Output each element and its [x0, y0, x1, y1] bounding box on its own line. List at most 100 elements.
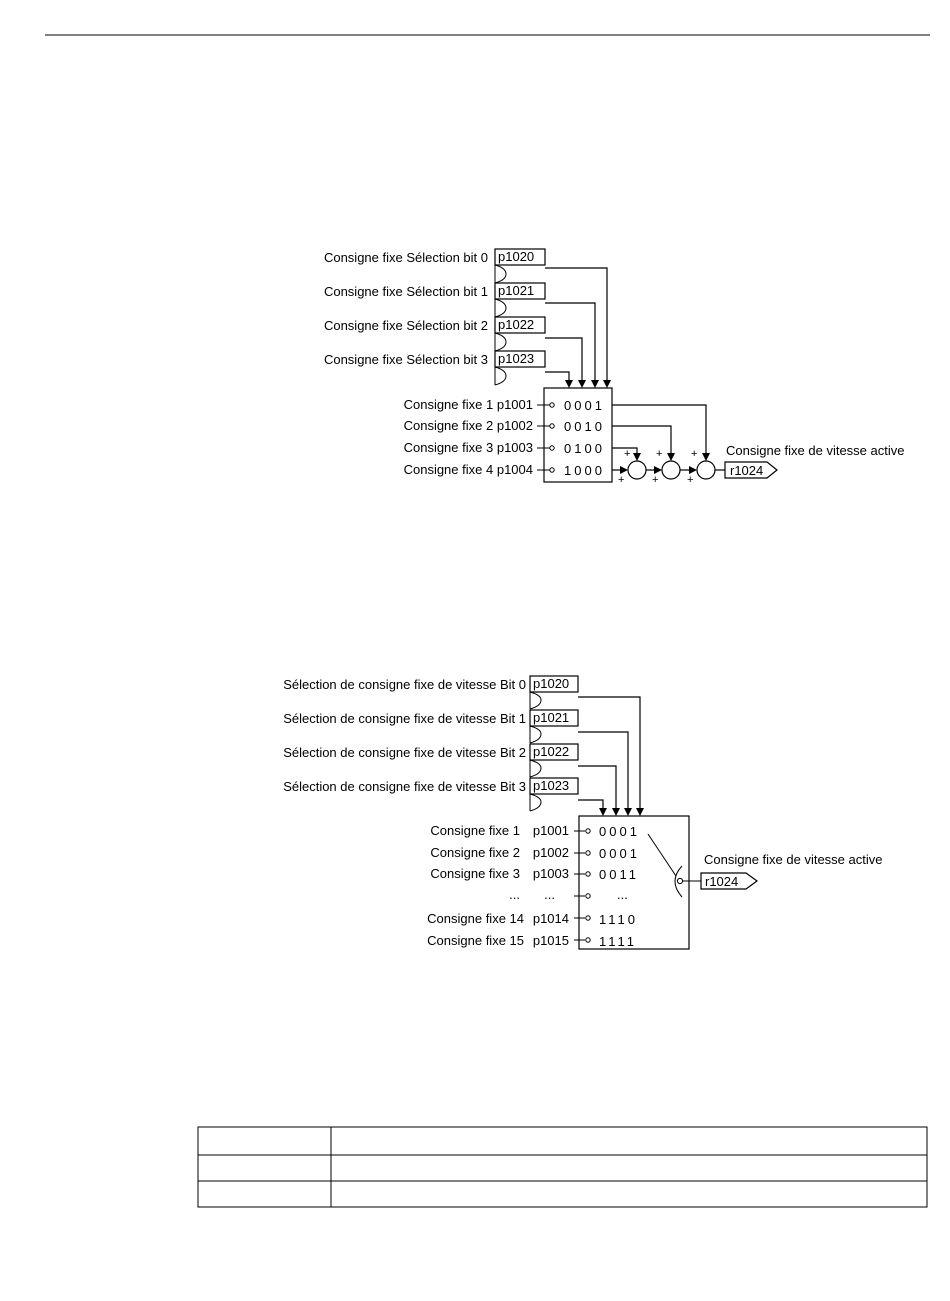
- d1-plus-sign: +: [618, 474, 624, 486]
- d2-setpoint-label: Consigne fixe 1: [430, 823, 520, 838]
- d1-plus-sign: +: [687, 474, 693, 486]
- d1-setpoint-label: Consigne fixe 1 p1001: [404, 397, 533, 412]
- d1-select-row-3: Consigne fixe Sélection bit 3 p1023: [324, 350, 570, 386]
- d1-input-dot: [549, 445, 555, 451]
- d2-input-dot: [585, 937, 591, 943]
- d2-switch-arc: [674, 865, 683, 898]
- d1-param-label: p1020: [498, 249, 534, 264]
- d2-wire-bit0: [578, 696, 641, 808]
- d1-sum-junction-2: [661, 460, 681, 480]
- d2-select-row-3: Sélection de consigne fixe de vitesse Bi…: [283, 777, 604, 812]
- d2-param-label: p1020: [533, 676, 569, 691]
- d1-param-box: [494, 350, 546, 368]
- d1-bracket: [494, 366, 507, 386]
- d2-bracket: [529, 691, 542, 710]
- d2-input-dot: [585, 871, 591, 877]
- d2-switch-arm: [647, 833, 677, 877]
- d2-setpoint-param: p1001: [533, 823, 569, 838]
- d1-plus-sign: +: [691, 448, 697, 460]
- d1-param-box: [494, 316, 546, 334]
- d2-setpoint-param: p1014: [533, 911, 569, 926]
- d1-sum-junction-1: [627, 460, 647, 480]
- d1-param-label: p1023: [498, 351, 534, 366]
- d2-selector-box: [578, 815, 690, 950]
- d2-param-box: [529, 777, 579, 795]
- d2-bit-pattern: ...: [617, 887, 628, 902]
- d2-input-dot: [585, 850, 591, 856]
- d2-param-box: [529, 743, 579, 761]
- d1-wire-bit1: [545, 302, 596, 380]
- d2-bit-pattern: 0011: [599, 867, 639, 882]
- d1-arrowhead: [633, 453, 641, 461]
- empty-table: [197, 1126, 928, 1208]
- d1-param-label: p1022: [498, 317, 534, 332]
- d2-setpoint-row-ellipsis: ... ... ...: [509, 887, 628, 902]
- d2-input-dot: [585, 828, 591, 834]
- d2-arrowhead: [612, 808, 620, 816]
- d1-arrowhead: [689, 466, 697, 474]
- d1-arrowhead: [667, 453, 675, 461]
- d2-output-connector: [700, 872, 759, 890]
- d2-select-label: Sélection de consigne fixe de vitesse Bi…: [283, 779, 526, 794]
- d2-bit-pattern: 1111: [599, 934, 637, 949]
- d2-param-label: p1022: [533, 744, 569, 759]
- d2-select-row-1: Sélection de consigne fixe de vitesse Bi…: [283, 709, 629, 808]
- d2-bit-pattern: 1110: [599, 912, 638, 927]
- d1-select-label: Consigne fixe Sélection bit 1: [324, 284, 488, 299]
- d1-select-row-2: Consigne fixe Sélection bit 2 p1022: [324, 316, 583, 380]
- diagram-binary-selection: Sélection de consigne fixe de vitesse Bi…: [283, 675, 882, 950]
- d1-setpoint-label: Consigne fixe 2 p1002: [404, 418, 533, 433]
- d2-setpoint-param: p1015: [533, 933, 569, 948]
- d1-output-param: r1024: [730, 463, 763, 478]
- d1-selector-box: [543, 387, 613, 483]
- d2-param-label: p1023: [533, 778, 569, 793]
- d2-arrowhead: [624, 808, 632, 816]
- d1-wire-bit0: [545, 267, 608, 380]
- d1-wire-bit3: [545, 371, 570, 380]
- d1-input-dot: [549, 423, 555, 429]
- d1-setpoint-label: Consigne fixe 3 p1003: [404, 440, 533, 455]
- d2-setpoint-row-1: Consigne fixe 1 p1001 0001: [430, 823, 637, 839]
- d1-bracket: [494, 332, 507, 352]
- d2-setpoint-row-3: Consigne fixe 3 p1003 0011: [430, 866, 639, 882]
- d2-select-row-0: Sélection de consigne fixe de vitesse Bi…: [283, 675, 641, 808]
- d1-param-box: [494, 248, 546, 266]
- d2-setpoint-label: Consigne fixe 2: [430, 845, 520, 860]
- d1-setpoint-label: Consigne fixe 4 p1004: [404, 462, 533, 477]
- diagram-additive-selection: Consigne fixe Sélection bit 0 p1020 Cons…: [324, 248, 904, 486]
- d1-arrowhead: [591, 380, 599, 388]
- d2-setpoint-row-14: Consigne fixe 14 p1014 1110: [427, 911, 638, 927]
- d2-wire-bit1: [578, 731, 629, 808]
- d2-input-dot: [585, 893, 591, 899]
- d2-select-label: Sélection de consigne fixe de vitesse Bi…: [283, 745, 526, 760]
- d2-input-dot: [585, 915, 591, 921]
- d1-select-label: Consigne fixe Sélection bit 0: [324, 250, 488, 265]
- d2-setpoint-row-15: Consigne fixe 15 p1015 1111: [427, 933, 637, 949]
- d1-input-dot: [549, 467, 555, 473]
- d1-setpoint-row-3: Consigne fixe 3 p1003 0100: [404, 440, 602, 456]
- d2-output-param: r1024: [705, 874, 738, 889]
- d2-setpoint-label: Consigne fixe 14: [427, 911, 524, 926]
- d2-param-box: [529, 675, 579, 693]
- d1-wire-bit2: [545, 337, 583, 380]
- d2-setpoint-param: ...: [544, 887, 555, 902]
- d1-bracket: [494, 298, 507, 318]
- d2-bit-pattern: 0001: [599, 846, 640, 861]
- d2-wire-bit2: [578, 765, 617, 808]
- d2-setpoint-label: Consigne fixe 15: [427, 933, 524, 948]
- d2-selector-switch: [647, 833, 701, 898]
- d1-plus-sign: +: [624, 448, 630, 460]
- d1-plus-sign: +: [652, 474, 658, 486]
- d1-output-label: Consigne fixe de vitesse active: [726, 443, 904, 458]
- d1-bit-pattern: 1000: [564, 463, 605, 478]
- d1-bit-pattern: 0001: [564, 398, 605, 413]
- d1-select-row-0: Consigne fixe Sélection bit 0 p1020: [324, 248, 608, 380]
- d1-setpoint-row-1: Consigne fixe 1 p1001 0001: [404, 397, 605, 413]
- d1-summing-chain: + + + + + +: [612, 404, 725, 486]
- d1-setpoint-row-4: Consigne fixe 4 p1004 1000: [404, 462, 605, 478]
- d2-select-label: Sélection de consigne fixe de vitesse Bi…: [283, 677, 526, 692]
- d1-setpoint-row-2: Consigne fixe 2 p1002 0010: [404, 418, 602, 434]
- d1-bracket: [494, 264, 507, 284]
- d2-setpoint-param: p1002: [533, 845, 569, 860]
